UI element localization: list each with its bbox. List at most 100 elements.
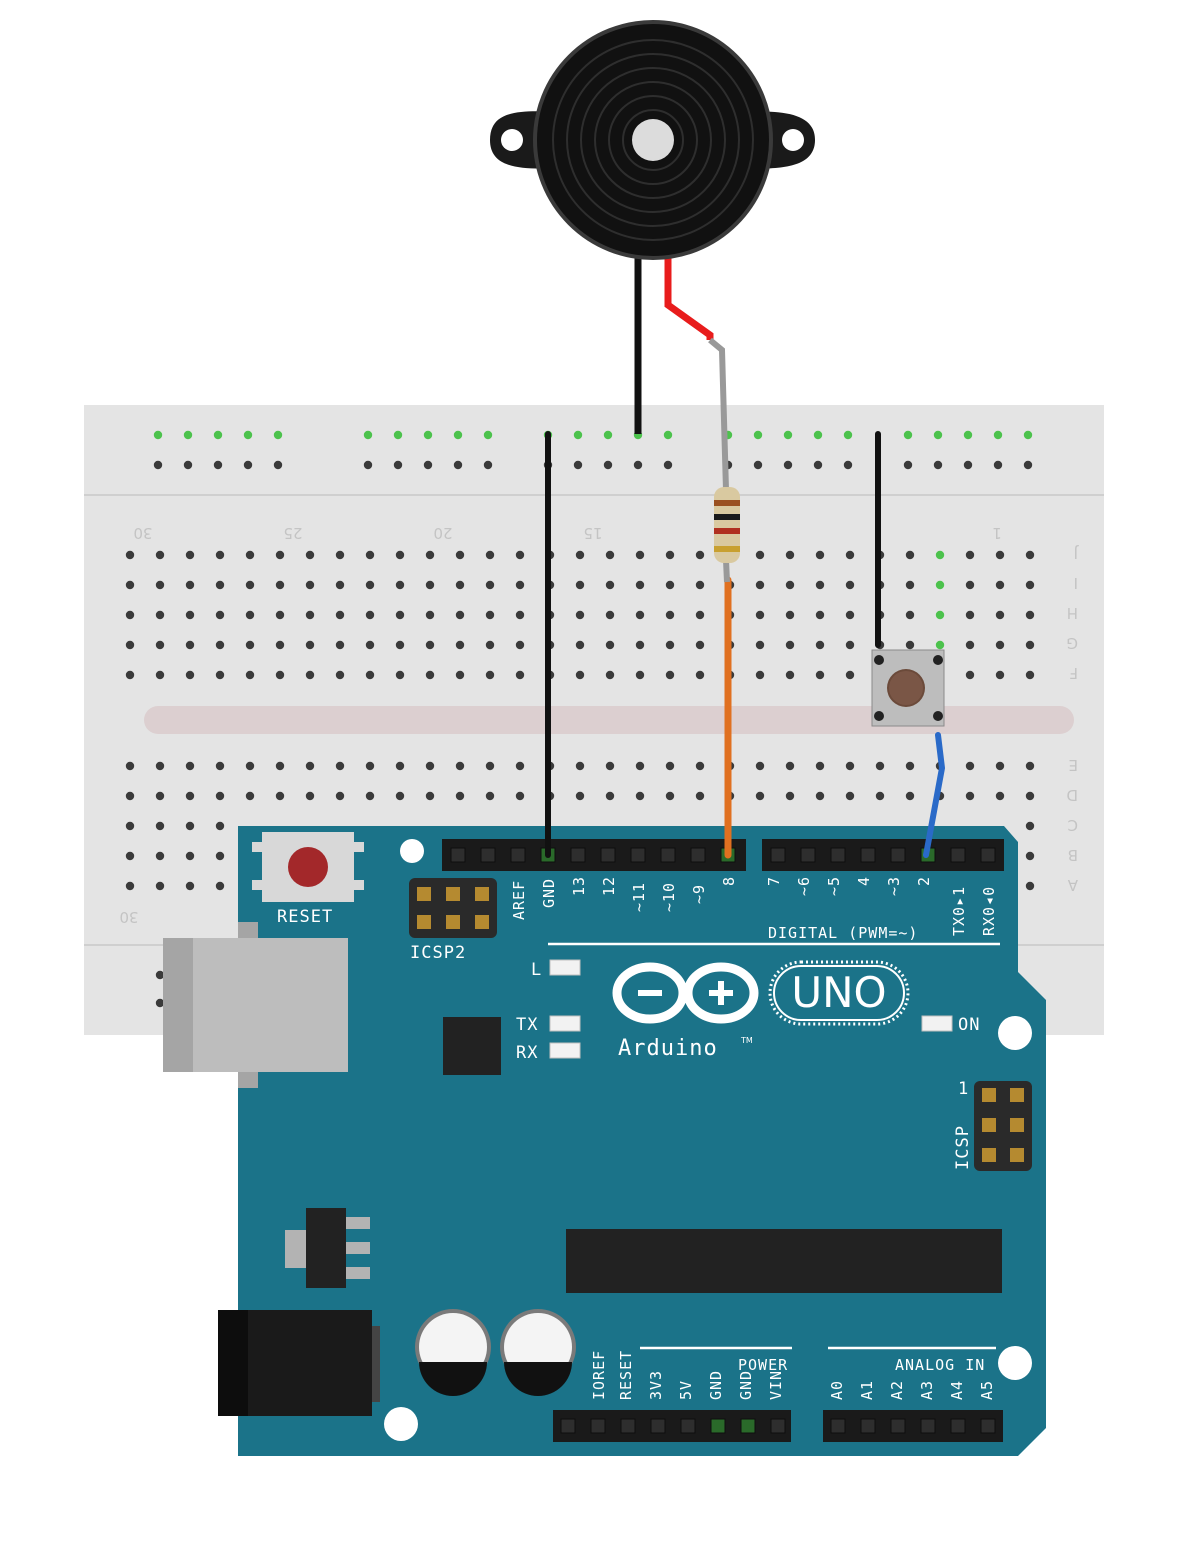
breadboard-hole xyxy=(215,791,225,801)
pin-label-13: 13 xyxy=(570,876,588,896)
breadboard-hole xyxy=(395,580,405,590)
pin-label-vin: VIN xyxy=(767,1370,785,1400)
breadboard-hole xyxy=(785,761,795,771)
breadboard-hole xyxy=(605,761,615,771)
header-socket[interactable] xyxy=(860,1418,876,1434)
breadboard-hole xyxy=(1025,821,1035,831)
breadboard-hole xyxy=(695,761,705,771)
breadboard-hole xyxy=(155,670,165,680)
led-on-label: ON xyxy=(958,1015,980,1035)
breadboard-hole xyxy=(695,610,705,620)
row-letters: J I H G F E D C B A xyxy=(1066,544,1079,894)
breadboard-hole xyxy=(245,610,255,620)
breadboard-hole xyxy=(1025,580,1035,590)
header-socket[interactable] xyxy=(710,1418,726,1434)
breadboard-hole xyxy=(425,670,435,680)
header-socket[interactable] xyxy=(590,1418,606,1434)
breadboard-hole xyxy=(155,851,165,861)
led-rx-label: RX xyxy=(516,1043,538,1063)
header-socket[interactable] xyxy=(980,847,996,863)
led-tx-label: TX xyxy=(516,1015,538,1035)
rail-hole-bottom xyxy=(843,460,853,470)
breadboard-hole xyxy=(575,580,585,590)
uno-badge xyxy=(768,960,910,1026)
pin-label-a0: A0 xyxy=(828,1380,846,1400)
breadboard-hole xyxy=(275,610,285,620)
breadboard-hole xyxy=(365,670,375,680)
breadboard-hole xyxy=(275,640,285,650)
header-socket[interactable] xyxy=(740,1418,756,1434)
header-socket[interactable] xyxy=(570,847,586,863)
header-socket[interactable] xyxy=(630,847,646,863)
breadboard-hole xyxy=(755,640,765,650)
col-number-1: 1 xyxy=(992,524,1002,542)
header-socket[interactable] xyxy=(510,847,526,863)
header-socket[interactable] xyxy=(890,1418,906,1434)
breadboard-hole xyxy=(575,550,585,560)
mounting-hole xyxy=(384,1407,418,1441)
col-number-25: 25 xyxy=(283,524,302,542)
breadboard-hole xyxy=(515,670,525,680)
pin-label-12: 12 xyxy=(600,876,618,896)
header-socket[interactable] xyxy=(650,1418,666,1434)
header-socket[interactable] xyxy=(950,1418,966,1434)
pin-label-a4: A4 xyxy=(948,1380,966,1400)
pin-label-a3: A3 xyxy=(918,1380,936,1400)
header-socket[interactable] xyxy=(480,847,496,863)
header-socket[interactable] xyxy=(620,1418,636,1434)
row-letter-g: G xyxy=(1066,634,1078,652)
header-socket[interactable] xyxy=(800,847,816,863)
rail-hole-top xyxy=(753,430,763,440)
header-socket[interactable] xyxy=(560,1418,576,1434)
header-socket[interactable] xyxy=(690,847,706,863)
header-socket[interactable] xyxy=(830,1418,846,1434)
breadboard-hole xyxy=(485,670,495,680)
breadboard-hole xyxy=(695,791,705,801)
header-socket[interactable] xyxy=(680,1418,696,1434)
header-socket[interactable] xyxy=(980,1418,996,1434)
rail-hole-bottom xyxy=(453,460,463,470)
row-letter-e: E xyxy=(1069,756,1078,774)
header-socket[interactable] xyxy=(890,847,906,863)
breadboard-hole xyxy=(305,580,315,590)
breadboard-hole xyxy=(665,580,675,590)
led-on xyxy=(921,1015,953,1032)
breadboard-hole xyxy=(335,580,345,590)
breadboard-hole xyxy=(695,670,705,680)
breadboard-hole xyxy=(455,580,465,590)
icsp-pin xyxy=(982,1118,996,1132)
header-socket[interactable] xyxy=(950,847,966,863)
header-socket[interactable] xyxy=(830,847,846,863)
pin-label-9: ~9 xyxy=(690,884,708,904)
header-socket[interactable] xyxy=(770,1418,786,1434)
rail-hole-top xyxy=(993,430,1003,440)
rail-hole-bottom xyxy=(393,460,403,470)
breadboard-hole xyxy=(425,640,435,650)
pin-label-rx0-0: RX0◂0 xyxy=(980,886,998,936)
breadboard-hole xyxy=(335,640,345,650)
header-socket[interactable] xyxy=(600,847,616,863)
rail-hole-top xyxy=(573,430,583,440)
model-text: UNO xyxy=(791,968,886,1017)
breadboard-hole xyxy=(365,761,375,771)
piezo-buzzer xyxy=(490,20,815,260)
breadboard-hole xyxy=(185,610,195,620)
breadboard-hole xyxy=(275,670,285,680)
breadboard-holes xyxy=(125,430,1035,1008)
breadboard-hole xyxy=(125,851,135,861)
reset-label: RESET xyxy=(277,907,333,927)
reset-button[interactable] xyxy=(252,832,364,902)
header-socket[interactable] xyxy=(770,847,786,863)
breadboard-center-channel xyxy=(144,706,1074,734)
breadboard-hole xyxy=(215,670,225,680)
header-socket[interactable] xyxy=(450,847,466,863)
breadboard-hole xyxy=(485,550,495,560)
rail-hole-bottom xyxy=(243,460,253,470)
breadboard-hole xyxy=(125,580,135,590)
breadboard-hole xyxy=(455,640,465,650)
pushbutton[interactable] xyxy=(871,649,945,727)
header-socket[interactable] xyxy=(660,847,676,863)
header-socket[interactable] xyxy=(920,1418,936,1434)
header-socket[interactable] xyxy=(860,847,876,863)
